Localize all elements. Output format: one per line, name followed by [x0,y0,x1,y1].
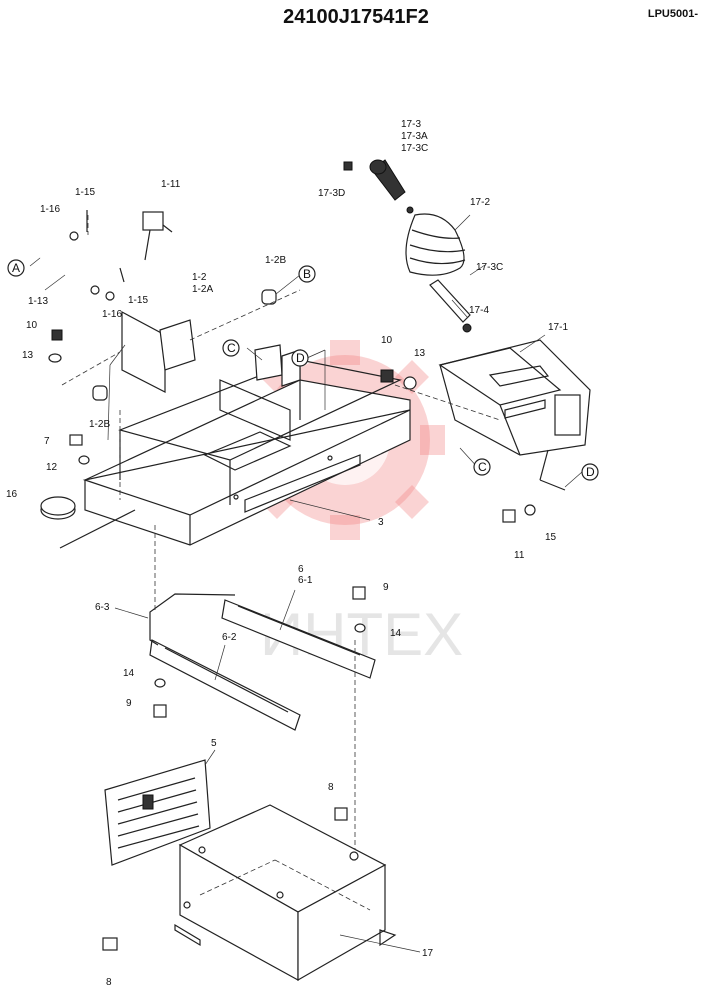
reference-circle-d-lower: D [581,463,599,481]
label-6-2: 6-2 [222,632,237,643]
label-17-3: 17-3 [401,119,421,130]
reference-letter-a: A [12,261,20,275]
label-10-right: 10 [381,335,393,346]
label-6-3: 6-3 [95,602,110,613]
label-1-15: 1-15 [75,187,95,198]
label-1-15-lower: 1-15 [128,295,148,306]
label-3: 3 [378,517,384,528]
diagram-title: 24100J17541F2 [283,6,429,28]
page-code: LPU5001- [647,8,698,20]
label-13-right: 13 [414,348,426,359]
label-9-left: 9 [126,698,132,709]
label-12: 12 [46,462,58,473]
reference-letter-d: D [586,465,595,479]
label-1-2: 1-2 [192,272,207,283]
label-6-1: 6-1 [298,575,313,586]
label-13-left: 13 [22,350,34,361]
left-linkage-group [39,210,277,520]
label-1-16: 1-16 [40,204,60,215]
label-14-left: 14 [123,668,135,679]
label-6: 6 [298,564,304,575]
reference-circle-a: A [7,259,25,277]
label-17-3a: 17-3A [401,131,428,142]
label-17-1: 17-1 [548,322,568,333]
reference-circle-b: B [298,265,316,283]
label-1-13: 1-13 [28,296,48,307]
label-17-2: 17-2 [470,197,490,208]
label-1-2b-bottom: 1-2B [89,419,110,430]
reference-circle-c-upper: C [222,339,240,357]
label-17-4: 17-4 [469,305,489,316]
label-1-2a: 1-2A [192,284,213,295]
reference-circle-d-upper: D [291,349,309,367]
label-17: 17 [422,948,434,959]
leader-lines [29,214,583,953]
label-1-16-lower: 1-16 [102,309,122,320]
label-8-lower: 8 [106,977,112,988]
label-15: 15 [545,532,557,543]
label-5: 5 [211,738,217,749]
reference-letter-d: D [296,351,305,365]
reference-letter-b: B [303,267,311,281]
label-10-left: 10 [26,320,38,331]
label-1-2b-top: 1-2B [265,255,286,266]
label-7: 7 [44,436,50,447]
label-17-3c: 17-3C [476,262,503,273]
label-1-11: 1-11 [161,179,181,190]
seat-rails-part-6 [149,586,376,731]
reference-letter-c: C [227,341,236,355]
label-14-right: 14 [390,628,402,639]
reference-letter-c: C [478,460,487,474]
label-17-3c-top: 17-3C [401,143,428,154]
label-16: 16 [6,489,18,500]
label-17-3d: 17-3D [318,188,345,199]
control-lever-group [343,159,591,523]
label-8-upper: 8 [328,782,334,793]
part-labels: 1-15 1-16 1-11 1-2 1-2A 1-2B 1-13 1-15 1… [6,119,568,988]
cover-plate-part-5 [104,759,211,866]
base-box-part-17 [102,804,397,982]
label-9-right: 9 [383,582,389,593]
reference-circle-c-lower: C [473,458,491,476]
label-11: 11 [514,550,525,561]
